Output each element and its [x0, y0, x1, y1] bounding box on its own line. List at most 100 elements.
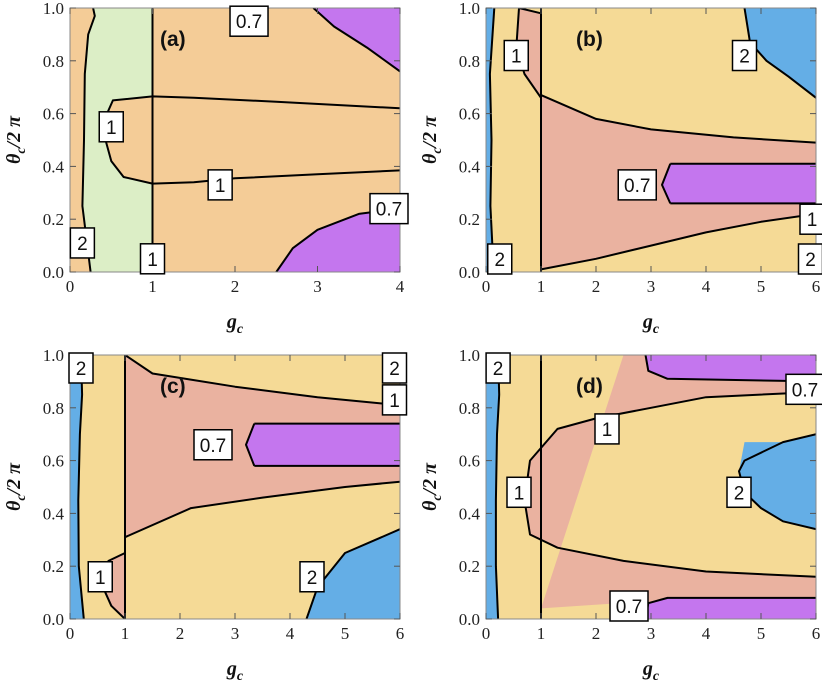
contour-label-text: 0.7 — [624, 176, 650, 197]
region-blue — [306, 529, 400, 619]
x-tick-label: 1 — [121, 624, 130, 643]
region-orange — [152, 95, 400, 185]
contour-line — [104, 139, 400, 185]
y-tick-label: 1.0 — [43, 346, 64, 365]
region-blue — [486, 8, 495, 272]
x-tick-label: 3 — [313, 277, 322, 296]
x-tick-label: 3 — [231, 624, 240, 643]
x-tick-label: 5 — [757, 624, 766, 643]
contour-line — [245, 423, 256, 467]
contour-label: 2 — [731, 39, 758, 72]
x-tick-label: 6 — [396, 624, 405, 643]
contour-label: 1 — [139, 243, 166, 275]
contour-line — [81, 8, 96, 272]
plot-area — [486, 8, 816, 272]
y-tick-label: 0.2 — [43, 210, 64, 229]
contour-line — [540, 212, 816, 271]
y-tick-label: 0.2 — [43, 557, 64, 576]
contour-label-text: 1 — [147, 250, 158, 271]
x-tick-label: 2 — [176, 624, 185, 643]
contour-line — [644, 355, 816, 383]
y-axis-label: θc/2 π — [419, 115, 445, 164]
contour-label: 2 — [726, 476, 752, 509]
x-tick-label: 3 — [647, 624, 656, 643]
contour-label-box — [609, 590, 649, 622]
y-tick-label: 0.2 — [459, 210, 480, 229]
contour-label: 1 — [98, 111, 124, 143]
contour-label-box — [785, 373, 822, 406]
contour-label-text: 0.7 — [792, 380, 818, 401]
contour-label-text: 1 — [389, 391, 400, 412]
x-tick-label: 1 — [537, 624, 546, 643]
x-axis-label: gc — [226, 311, 244, 337]
x-tick-label: 1 — [148, 277, 157, 296]
x-tick-label: 5 — [757, 277, 766, 296]
contour-label: 0.7 — [617, 169, 657, 201]
y-tick-label: 1.0 — [459, 0, 480, 18]
x-tick-label: 0 — [482, 624, 491, 643]
x-tick-label: 6 — [812, 624, 821, 643]
y-tick-label: 0.6 — [43, 105, 64, 124]
contour-label-text: 2 — [77, 234, 88, 255]
y-tick-label: 0.4 — [43, 504, 65, 523]
contour-label-text: 2 — [493, 359, 504, 380]
y-tick-label: 0.8 — [43, 52, 64, 71]
y-tick-label: 0.0 — [459, 610, 480, 629]
contour-label-box — [381, 384, 408, 416]
contour-label-text: 2 — [739, 47, 750, 68]
contour-label-box — [799, 203, 822, 235]
y-tick-label: 0.0 — [43, 610, 64, 629]
x-axis-label: gc — [642, 658, 660, 684]
contour-line — [312, 8, 400, 73]
contour-label: 0.7 — [229, 5, 269, 37]
contour-label-box — [369, 192, 409, 225]
contour-label-text: 1 — [602, 420, 613, 441]
y-tick-label: 0.0 — [43, 263, 64, 282]
panel-label: (c) — [160, 375, 186, 398]
y-tick-label: 0.4 — [459, 504, 481, 523]
contour-label-text: 1 — [511, 47, 522, 68]
contour-label-box — [207, 169, 233, 201]
contour-label-text: 0.7 — [376, 200, 402, 221]
contour-label: 2 — [299, 561, 325, 593]
region-purple — [645, 355, 816, 382]
contour-label-text: 1 — [807, 210, 818, 231]
y-tick-label: 1.0 — [459, 346, 480, 365]
contour-label: 1 — [503, 39, 529, 72]
contour-label: 2 — [487, 243, 513, 275]
contour-label-text: 2 — [307, 568, 318, 589]
plot-area — [70, 355, 400, 619]
contour-label: 1 — [799, 203, 822, 235]
x-tick-label: 0 — [66, 277, 75, 296]
contour-label-box — [299, 561, 325, 593]
x-tick-label: 5 — [341, 624, 350, 643]
contour-line — [103, 95, 400, 120]
region-purple — [662, 163, 816, 204]
contour-line — [743, 8, 816, 99]
contour-label: 2 — [68, 352, 94, 384]
region-purple — [276, 208, 400, 272]
contour-line — [488, 8, 496, 272]
contour-label-box — [487, 243, 513, 275]
panel-label: (b) — [576, 28, 603, 51]
panel-label: (a) — [160, 28, 186, 51]
contour-label-text: 0.7 — [200, 436, 226, 457]
contour-label-box — [381, 352, 408, 384]
contour-label-box — [503, 39, 529, 72]
x-tick-label: 4 — [702, 624, 711, 643]
contour-label: 0.7 — [369, 192, 409, 225]
x-tick-label: 0 — [482, 277, 491, 296]
contour-label-box — [485, 352, 511, 384]
y-tick-label: 0.8 — [459, 399, 480, 418]
contour-line — [661, 163, 672, 204]
contour-label-box — [797, 243, 822, 275]
contour-label-text: 2 — [389, 359, 400, 380]
y-tick-label: 0.4 — [43, 157, 65, 176]
y-tick-label: 0.8 — [43, 399, 64, 418]
contour-label: 2 — [797, 243, 822, 275]
y-tick-label: 1.0 — [43, 0, 64, 18]
y-tick-label: 0.6 — [43, 452, 64, 471]
